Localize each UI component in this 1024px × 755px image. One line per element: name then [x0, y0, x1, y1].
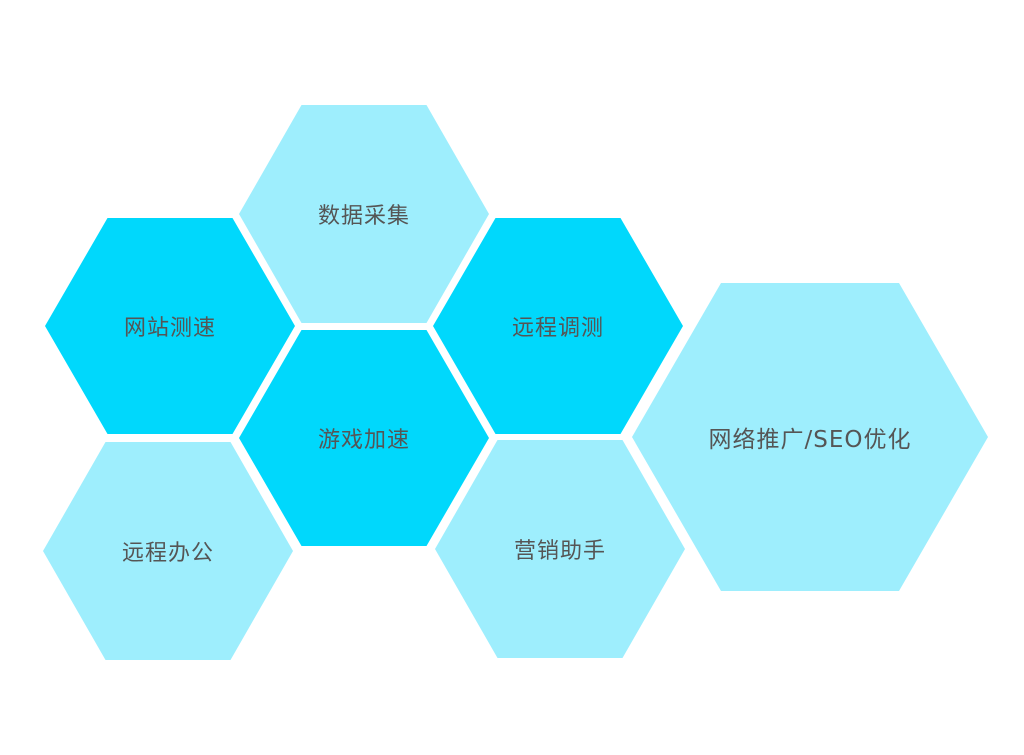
hex-site-speed: 网站测速: [45, 218, 295, 434]
hex-label-marketing: 营销助手: [513, 539, 606, 564]
hex-label-seo: 网络推广/SEO优化: [708, 427, 912, 453]
hex-remote-office: 远程办公: [43, 442, 293, 660]
hex-game-accel: 游戏加速: [239, 330, 489, 546]
hex-marketing: 营销助手: [435, 440, 685, 658]
hex-label-site-speed: 网站测速: [123, 316, 216, 341]
hex-seo: 网络推广/SEO优化: [632, 283, 988, 591]
hex-data-collection: 数据采集: [239, 105, 489, 323]
hex-label-game-accel: 游戏加速: [317, 428, 410, 453]
hex-label-remote-office: 远程办公: [121, 541, 214, 566]
hex-remote-test: 远程调测: [433, 218, 683, 434]
hex-label-remote-test: 远程调测: [511, 316, 604, 341]
hex-label-data-collection: 数据采集: [317, 204, 410, 229]
